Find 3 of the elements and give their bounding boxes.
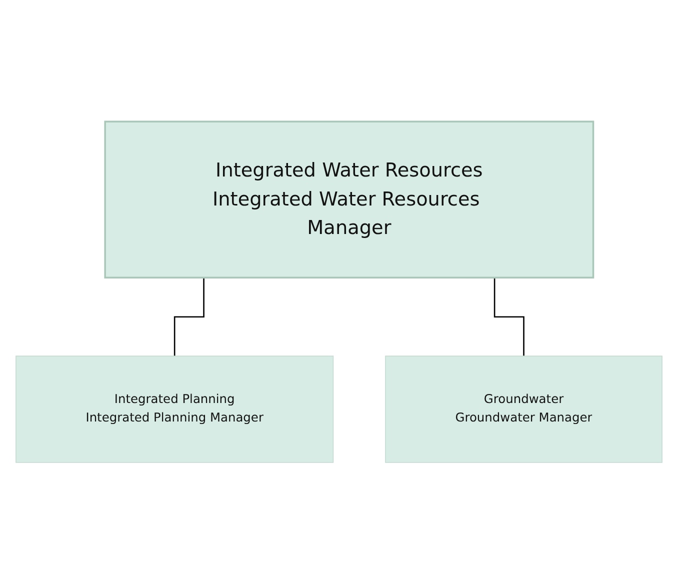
node-box: Integrated Water Resources Integrated Water Resources Manager (104, 120, 594, 278)
node-box: Groundwater Groundwater Manager (385, 356, 662, 463)
node-box: Integrated Planning Integrated Planning Manager (16, 356, 334, 463)
